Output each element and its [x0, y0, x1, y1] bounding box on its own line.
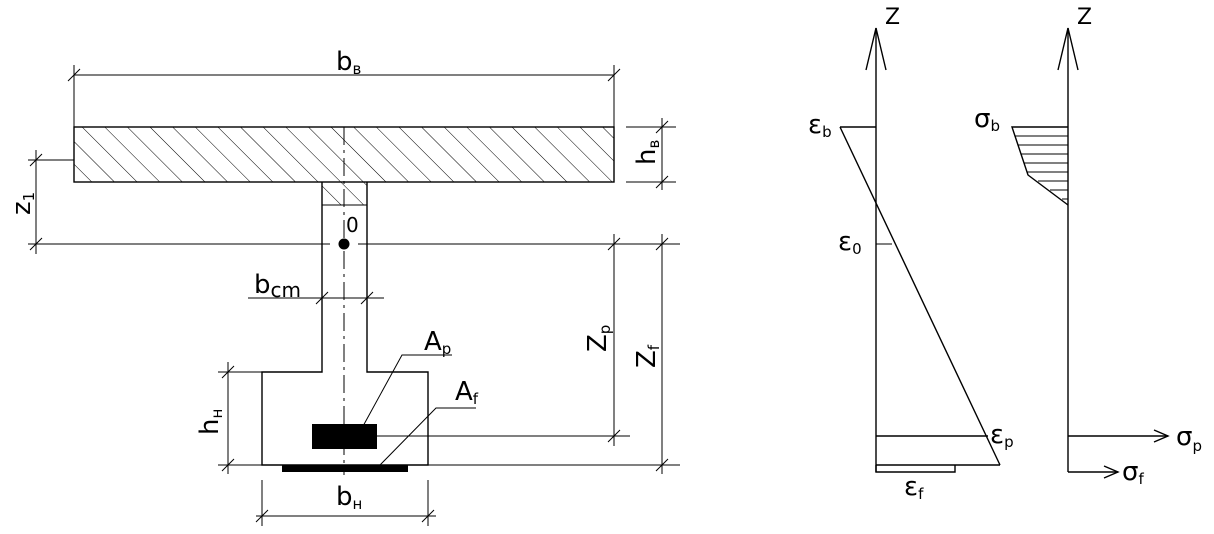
label-h-top: hв: [632, 140, 663, 165]
cross-section: [73, 126, 615, 475]
label-b-bottom: bн: [336, 482, 362, 513]
strain-labels: Z εb ε0 εp εf: [808, 5, 1014, 503]
label-sigma-b: σb: [974, 104, 1000, 135]
label-eps-p: εp: [990, 420, 1014, 451]
label-b-top: bв: [336, 47, 361, 78]
label-eps-0: ε0: [838, 227, 862, 258]
label-z-p: Zp: [583, 325, 614, 352]
label-origin: 0: [346, 213, 359, 237]
stress-diagram: [1011, 27, 1170, 479]
dimension-lines: [28, 65, 680, 526]
origin-point: [338, 238, 350, 250]
strain-diagram: [839, 27, 1001, 473]
stress-labels: Z σb σp σf: [974, 5, 1202, 488]
label-sigma-p: σp: [1176, 422, 1202, 455]
stress-z-arrowhead: [1057, 27, 1079, 71]
label-z-f: Zf: [632, 344, 663, 368]
section-outline: [261, 182, 429, 466]
label-sigma-f: σf: [1122, 457, 1144, 488]
stress-block-hatching: [1015, 135, 1068, 200]
label-z1: z1: [7, 192, 38, 215]
strain-z-arrowhead: [865, 27, 887, 71]
label-a-f: Af: [455, 377, 479, 408]
label-a-p: Ap: [424, 327, 451, 358]
rebar-af: [282, 465, 408, 472]
strain-axis-label: Z: [885, 5, 900, 30]
label-eps-f: εf: [904, 472, 924, 503]
rebar-ap: [312, 424, 377, 449]
label-b-web: bcm: [254, 270, 301, 302]
section-labels: bв hв z1 0 bcm Ap Af hн bн Zp Zf: [7, 47, 663, 513]
stress-block: [1011, 126, 1069, 206]
label-eps-b: εb: [808, 110, 832, 141]
stress-axis-label: Z: [1077, 5, 1092, 30]
label-h-bottom: hн: [195, 409, 226, 435]
